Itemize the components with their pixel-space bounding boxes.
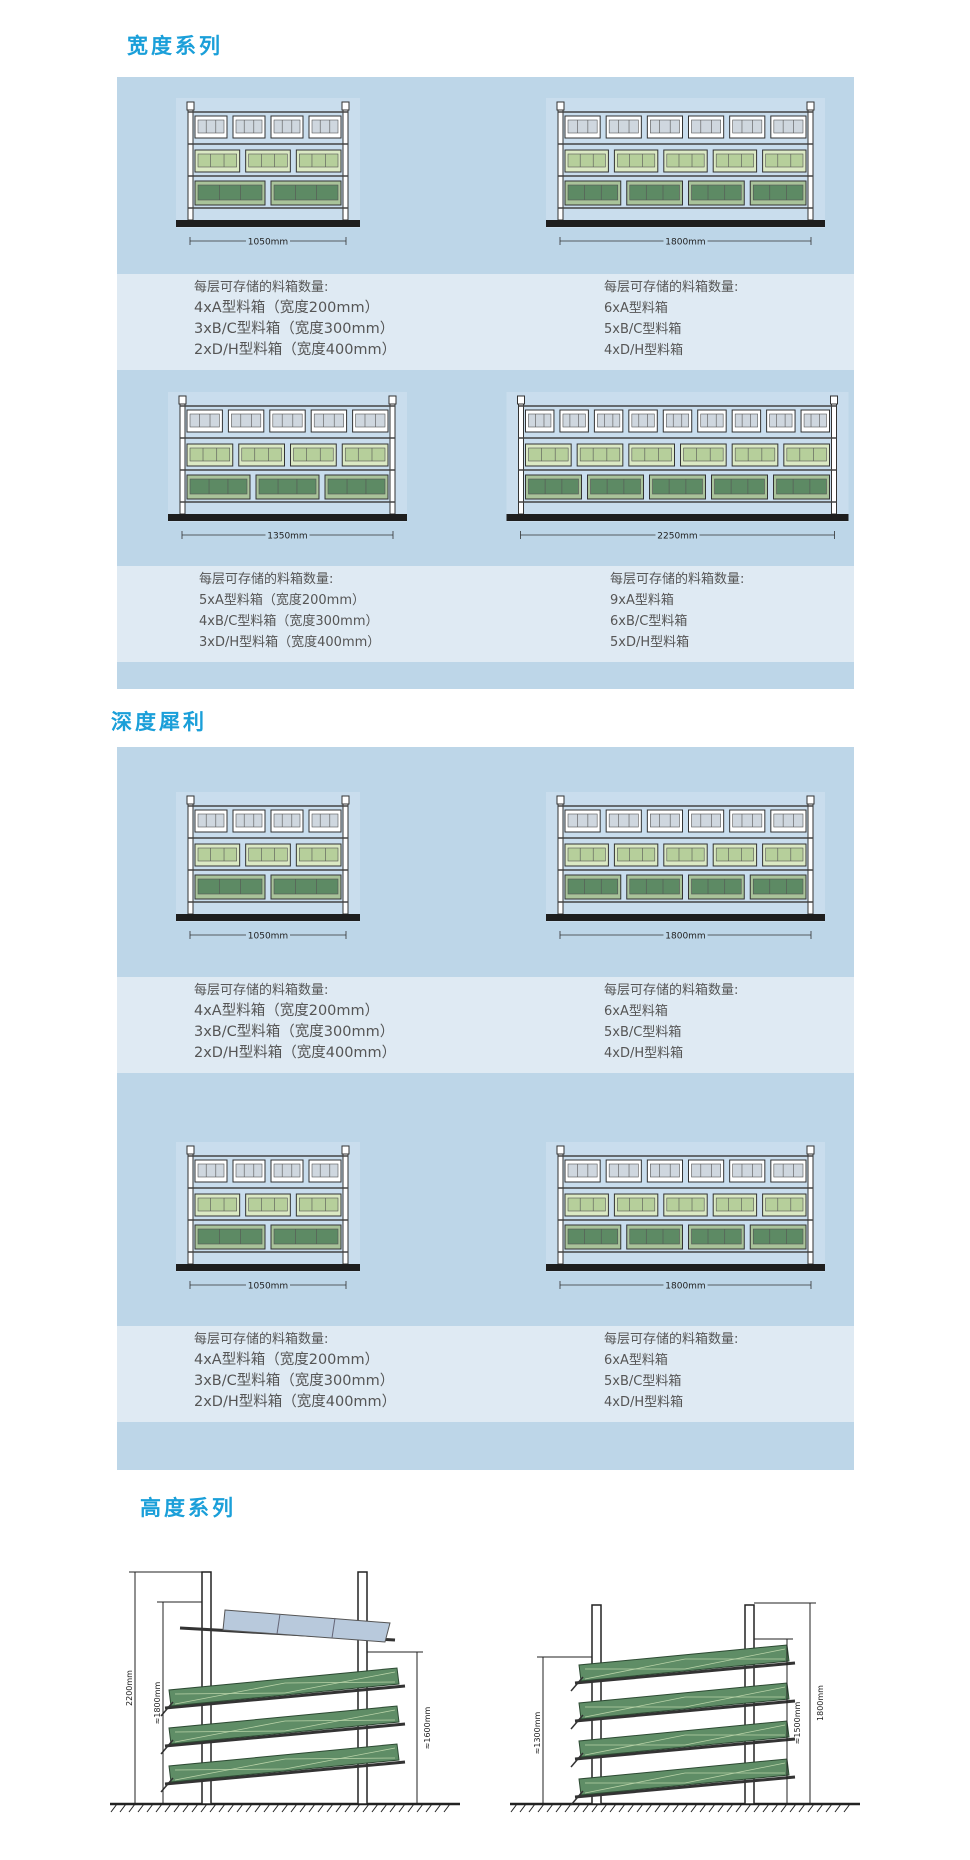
capacity-line: 6xA型料箱 [604, 1004, 668, 1019]
capacity-line: 5xB/C型料箱 [604, 1025, 682, 1040]
depth-info-band-1 [117, 977, 854, 1073]
rack-front-view: 1800mm [546, 792, 825, 942]
dimension-label: ≈1800mm [153, 1681, 162, 1724]
dimension-label: 2200mm [125, 1670, 134, 1706]
capacity-heading: 每层可存储的料箱数量: [194, 983, 329, 998]
capacity-line: 5xA型料箱（宽度200mm） [199, 593, 365, 608]
width-dimension-label: 1050mm [248, 932, 288, 942]
capacity-heading: 每层可存储的料箱数量: [194, 1332, 329, 1347]
capacity-line: 6xB/C型料箱 [610, 614, 688, 629]
width-dimension-label: 1800mm [665, 238, 705, 248]
capacity-info: 每层可存储的料箱数量: 9xA型料箱 6xB/C型料箱 5xD/H型料箱 [610, 569, 744, 653]
width-dimension-label: 1050mm [248, 238, 288, 248]
inclined-bin [168, 1667, 400, 1707]
inclined-bin [168, 1743, 400, 1783]
rack-front-view: 1350mm [168, 392, 407, 542]
capacity-heading: 每层可存储的料箱数量: [610, 572, 745, 587]
capacity-line: 4xD/H型料箱 [604, 343, 684, 358]
width-info-band-1 [117, 274, 854, 370]
inclined-bin [168, 1705, 400, 1745]
capacity-line: 9xA型料箱 [610, 593, 674, 608]
section-title-width: 宽度系列 [127, 34, 223, 58]
section-title-height: 高度系列 [140, 1496, 236, 1520]
inclined-bin [578, 1682, 790, 1720]
capacity-info: 每层可存储的料箱数量: 4xA型料箱（宽度200mm） 3xB/C型料箱（宽度3… [194, 980, 396, 1064]
capacity-info: 每层可存储的料箱数量: 6xA型料箱 5xB/C型料箱 4xD/H型料箱 [604, 277, 738, 361]
capacity-line: 5xB/C型料箱 [604, 1374, 682, 1389]
capacity-info: 每层可存储的料箱数量: 6xA型料箱 5xB/C型料箱 4xD/H型料箱 [604, 980, 738, 1064]
depth-info-band-2 [117, 1326, 854, 1422]
capacity-line: 4xD/H型料箱 [604, 1395, 684, 1410]
capacity-line: 4xD/H型料箱 [604, 1046, 684, 1061]
capacity-line: 5xB/C型料箱 [604, 322, 682, 337]
capacity-line: 3xB/C型料箱（宽度300mm） [194, 1373, 395, 1389]
rack-front-view: 1800mm [546, 1142, 825, 1292]
inclined-bin [578, 1758, 790, 1796]
width-dimension-label: 2250mm [657, 532, 697, 542]
capacity-line: 4xB/C型料箱（宽度300mm） [199, 614, 379, 629]
capacity-line: 4xA型料箱（宽度200mm） [194, 1352, 380, 1368]
capacity-line: 4xA型料箱（宽度200mm） [194, 300, 380, 316]
dimension-label: 1800mm [816, 1685, 825, 1721]
capacity-line: 3xD/H型料箱（宽度400mm） [199, 635, 381, 650]
width-dimension-label: 1350mm [267, 532, 307, 542]
dimension-label: ≈1300mm [533, 1711, 542, 1754]
capacity-heading: 每层可存储的料箱数量: [604, 983, 739, 998]
width-info-band-2 [117, 566, 854, 662]
capacity-line: 4xA型料箱（宽度200mm） [194, 1003, 380, 1019]
dimension-label: ≈1600mm [423, 1706, 432, 1749]
capacity-info: 每层可存储的料箱数量: 5xA型料箱（宽度200mm） 4xB/C型料箱（宽度3… [199, 569, 380, 653]
capacity-info: 每层可存储的料箱数量: 6xA型料箱 5xB/C型料箱 4xD/H型料箱 [604, 1329, 738, 1413]
capacity-line: 2xD/H型料箱（宽度400mm） [194, 342, 397, 358]
width-dimension-label: 1800mm [665, 932, 705, 942]
inclined-bin [578, 1644, 790, 1682]
rack-front-view: 2250mm [506, 392, 849, 542]
capacity-heading: 每层可存储的料箱数量: [194, 280, 329, 295]
width-dimension-label: 1800mm [665, 1282, 705, 1292]
inclined-bin [578, 1720, 790, 1758]
width-dimension-label: 1050mm [248, 1282, 288, 1292]
capacity-line: 6xA型料箱 [604, 301, 668, 316]
capacity-heading: 每层可存储的料箱数量: [604, 280, 739, 295]
capacity-heading: 每层可存储的料箱数量: [199, 572, 334, 587]
capacity-line: 6xA型料箱 [604, 1353, 668, 1368]
rack-front-view: 1050mm [176, 98, 360, 248]
capacity-heading: 每层可存储的料箱数量: [604, 1332, 739, 1347]
rack-front-view: 1050mm [176, 1142, 360, 1292]
rack-side-view-tall: 2200mm ≈1800mm ≈1600mm [110, 1571, 460, 1813]
capacity-info: 每层可存储的料箱数量: 4xA型料箱（宽度200mm） 3xB/C型料箱（宽度3… [194, 277, 396, 361]
rack-side-view-short: ≈1300mm ≈1500mm 1800mm [510, 1602, 860, 1813]
rack-front-view: 1050mm [176, 792, 360, 942]
capacity-line: 3xB/C型料箱（宽度300mm） [194, 1024, 395, 1040]
capacity-info: 每层可存储的料箱数量: 4xA型料箱（宽度200mm） 3xB/C型料箱（宽度3… [194, 1329, 396, 1413]
capacity-line: 3xB/C型料箱（宽度300mm） [194, 321, 395, 337]
capacity-line: 2xD/H型料箱（宽度400mm） [194, 1394, 397, 1410]
dimension-label: ≈1500mm [793, 1701, 802, 1744]
rack-front-view: 1800mm [546, 98, 825, 248]
section-title-depth: 深度犀利 [111, 710, 207, 734]
capacity-line: 5xD/H型料箱 [610, 635, 690, 650]
capacity-line: 2xD/H型料箱（宽度400mm） [194, 1045, 397, 1061]
